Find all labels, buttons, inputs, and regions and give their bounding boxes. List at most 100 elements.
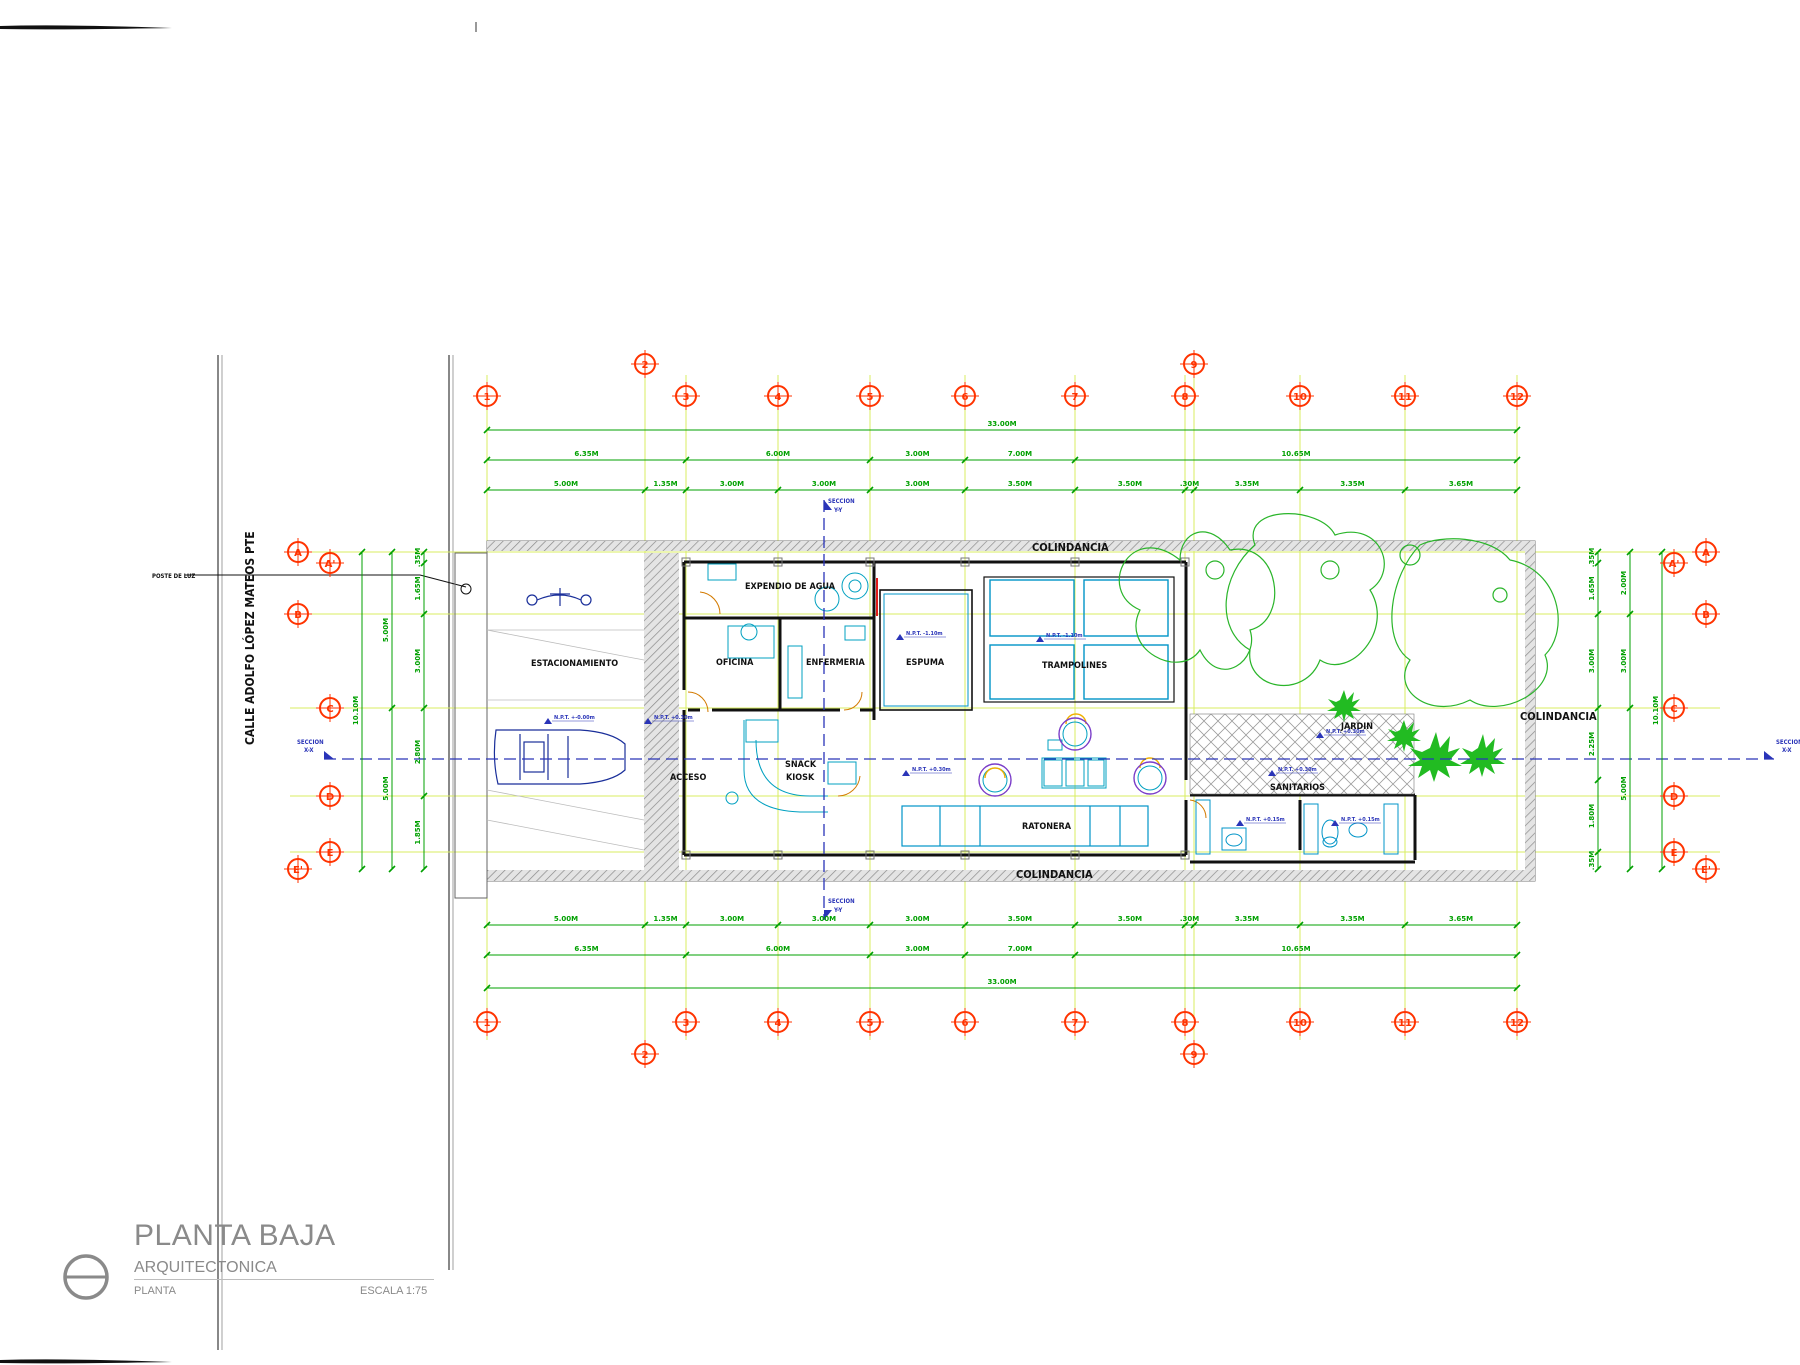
- dim-top-major-tick-3: [961, 456, 969, 464]
- title-divider: [134, 1279, 434, 1280]
- dim-bottom-minor-tick-7: [1181, 921, 1189, 929]
- dim-left-minor-tick-2: [420, 610, 428, 618]
- sheet-subtitle: ARQUITECTONICA: [134, 1259, 277, 1276]
- axis-col-top-12-label: 12: [1510, 392, 1524, 403]
- dim-bottom-major-label-0: 6.35M: [574, 945, 598, 953]
- dim-bottom-minor-tick-6: [1071, 921, 1079, 929]
- dim-top-major-label-0: 6.35M: [574, 450, 598, 458]
- sheet-edge-marks: [0, 22, 477, 1364]
- room-access-label: ACCESO: [670, 773, 707, 783]
- dim-top-major-tick-5: [1513, 456, 1521, 464]
- dim-left-minor-tick-3: [420, 704, 428, 712]
- dim-top-overall-tick-0: [483, 426, 491, 434]
- dim-top-major-tick-2: [866, 456, 874, 464]
- sheet-scale: ESCALA 1:75: [360, 1285, 428, 1297]
- dim-bottom-minor-label-2: 3.00M: [720, 915, 744, 923]
- dim-top-minor-label-9: 3.35M: [1340, 480, 1364, 488]
- level-parking-symbol: [544, 718, 552, 724]
- dim-bottom-minor-tick-3: [774, 921, 782, 929]
- dim-bottom-minor-label-3: 3.00M: [812, 915, 836, 923]
- level-access-symbol: [644, 718, 652, 724]
- axis-col-bottom-1-label: 1: [484, 1018, 491, 1029]
- dim-right-minor-label-4: 1.80M: [1588, 804, 1596, 828]
- section-x-left-title: SECCION: [297, 739, 324, 746]
- dim-bottom-minor-label-10: 3.65M: [1449, 915, 1473, 923]
- axis-col-bottom-7-label: 7: [1072, 1018, 1079, 1029]
- level-hall-symbol: [902, 770, 910, 776]
- dim-bottom-minor-tick-8: [1190, 921, 1198, 929]
- axis-col-top-11-label: 11: [1398, 392, 1412, 403]
- axis-col-bottom-8-label: 8: [1182, 1018, 1189, 1029]
- dim-top-minor-tick-5: [961, 486, 969, 494]
- dim-top-minor-tick-7: [1181, 486, 1189, 494]
- dim-right-minor-tick-3: [1594, 704, 1602, 712]
- dim-bottom-major-tick-4: [1071, 951, 1079, 959]
- axis-row-right-6-label: E': [1701, 865, 1711, 876]
- pole-label: POSTE DE LUZ: [152, 573, 195, 580]
- dim-right-half-label-2: 5.00M: [1620, 776, 1628, 800]
- dim-top-major-tick-1: [682, 456, 690, 464]
- column-bottom-1: [773, 850, 783, 860]
- dim-bottom-major-tick-3: [961, 951, 969, 959]
- axis-col-bottom-5-label: 5: [867, 1018, 874, 1029]
- axis-row-left-6-label: E': [293, 865, 303, 876]
- room-office-label: OFICINA: [716, 658, 754, 668]
- section-y-top-title: SECCION: [828, 498, 855, 505]
- dim-top-major-label-4: 10.65M: [1281, 450, 1310, 458]
- dim-top-major-label-1: 6.00M: [766, 450, 790, 458]
- level-restrooms-label: N.P.T. +0.30m: [1278, 767, 1317, 773]
- axis-col-top-10-label: 10: [1293, 392, 1307, 403]
- dim-right-minor-label-3: 2.25M: [1588, 732, 1596, 756]
- dim-left-total-label-0: 10.10M: [352, 696, 360, 725]
- dim-right-minor-tick-0: [1594, 548, 1602, 556]
- dim-bottom-minor-tick-9: [1296, 921, 1304, 929]
- structural-columns: [681, 557, 1190, 860]
- dim-bottom-major-tick-2: [866, 951, 874, 959]
- boundary-bottom-label: COLINDANCIA: [1016, 868, 1093, 881]
- level-restrooms-symbol: [1268, 770, 1276, 776]
- dim-bottom-overall-tick-1: [1513, 984, 1521, 992]
- level-trampoline-symbol: [1036, 636, 1044, 642]
- dim-bottom-minor-label-5: 3.50M: [1008, 915, 1032, 923]
- dim-bottom-minor-tick-4: [866, 921, 874, 929]
- dim-bottom-minor-tick-5: [961, 921, 969, 929]
- maze-structure: [901, 805, 1149, 847]
- dim-bottom-minor-tick-2: [682, 921, 690, 929]
- parking-stalls: [486, 629, 645, 851]
- dim-top-overall-tick-1: [1513, 426, 1521, 434]
- room-trampolines-label: TRAMPOLINES: [1042, 661, 1107, 671]
- furniture: [707, 563, 1163, 813]
- dim-top-minor-label-4: 3.00M: [905, 480, 929, 488]
- boundary-right-label: COLINDANCIA: [1520, 710, 1597, 723]
- axis-col-bottom-9-label: 9: [1191, 1050, 1198, 1061]
- dim-right-total-label-0: 10.10M: [1652, 696, 1660, 725]
- dim-top-overall-label-0: 33.00M: [987, 420, 1016, 428]
- dim-bottom-minor-label-8: 3.35M: [1235, 915, 1259, 923]
- column-bottom-2: [865, 850, 875, 860]
- level-wc1-label: N.P.T. +0.15m: [1246, 817, 1285, 823]
- street-name: CALLE ADOLFO LÓPEZ MATEOS PTE: [242, 531, 257, 745]
- column-top-5: [1180, 557, 1190, 567]
- axis-col-bottom-2-label: 2: [642, 1050, 649, 1061]
- dim-right-half-label-0: 2.00M: [1620, 571, 1628, 595]
- dim-bottom-minor-tick-11: [1513, 921, 1521, 929]
- room-snack-label: SNACK: [785, 760, 817, 770]
- column-bottom-4: [1070, 850, 1080, 860]
- level-foam-symbol: [896, 634, 904, 640]
- axis-row-right-1-label: A': [1669, 559, 1680, 570]
- dim-right-minor-tick-2: [1594, 610, 1602, 618]
- power-pole: [185, 574, 472, 595]
- car-icon: [493, 729, 626, 785]
- trampoline-grid: [983, 576, 1175, 703]
- dim-right-half-label-1: 3.00M: [1620, 649, 1628, 673]
- dim-left-half-tick-0: [388, 548, 396, 556]
- axis-col-bottom-12-label: 12: [1510, 1018, 1524, 1029]
- dim-bottom-major-tick-0: [483, 951, 491, 959]
- axis-col-top-5-label: 5: [867, 392, 874, 403]
- dim-top-minor-label-0: 5.00M: [554, 480, 578, 488]
- dim-top-major-tick-0: [483, 456, 491, 464]
- axis-col-top-6-label: 6: [962, 392, 969, 403]
- dim-bottom-major-label-3: 7.00M: [1008, 945, 1032, 953]
